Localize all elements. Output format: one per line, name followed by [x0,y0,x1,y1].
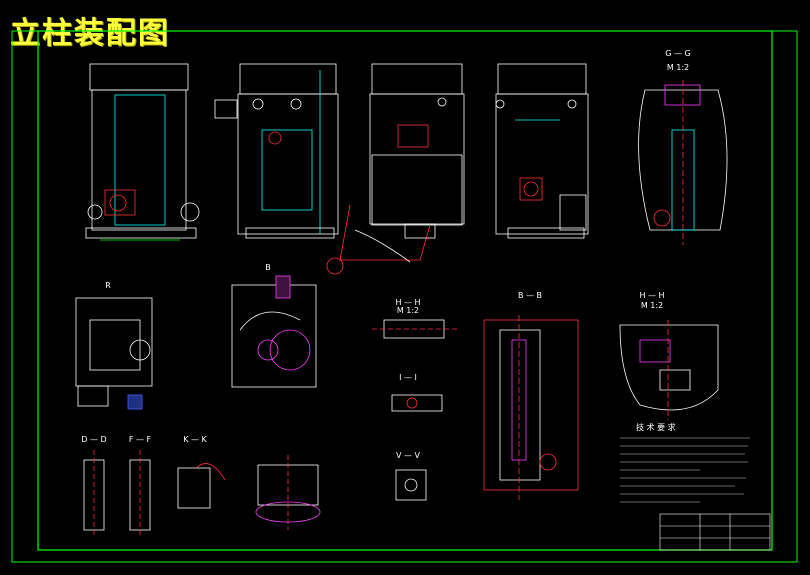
view-r-label: R [105,281,111,290]
section-v-label: V — V [396,451,421,460]
section-hh-scale: M 1:2 [641,301,663,310]
plan-view-r [75,297,153,410]
section-gg-scale: M 1:2 [667,63,689,72]
section-ff-label: F — F [129,435,152,444]
section-ff [129,450,151,535]
section-hh-label: H — H [639,291,664,300]
rear-view [495,63,589,239]
section-hh2-label: H — H [395,298,420,307]
section-kk [177,463,226,509]
section-kk-label: K — K [183,435,207,444]
section-v [395,469,427,501]
section-i-label: I — I [399,373,417,382]
inner-border [37,30,773,551]
section-hh [619,320,719,420]
title-block [659,513,771,551]
section-base [255,455,321,530]
section-gg [638,80,728,245]
section-hh2 [372,319,460,339]
section-hh2-scale: M 1:2 [397,306,419,315]
section-dd [83,450,105,535]
mechanism-view [231,275,317,388]
view-b-label: B [265,263,271,272]
drawing-title: 立柱装配图 [10,16,170,51]
notes-block [620,437,750,503]
section-bb-label: B — B [518,291,542,300]
notes-title: 技 术 要 求 [636,422,676,432]
section-bb [483,315,579,500]
section-gg-label: G — G [665,49,690,58]
section-i [391,394,443,412]
side-view [326,63,465,275]
section-dd-label: D — D [81,435,106,444]
front-view-1 [85,63,200,241]
front-view-2 [214,63,339,239]
